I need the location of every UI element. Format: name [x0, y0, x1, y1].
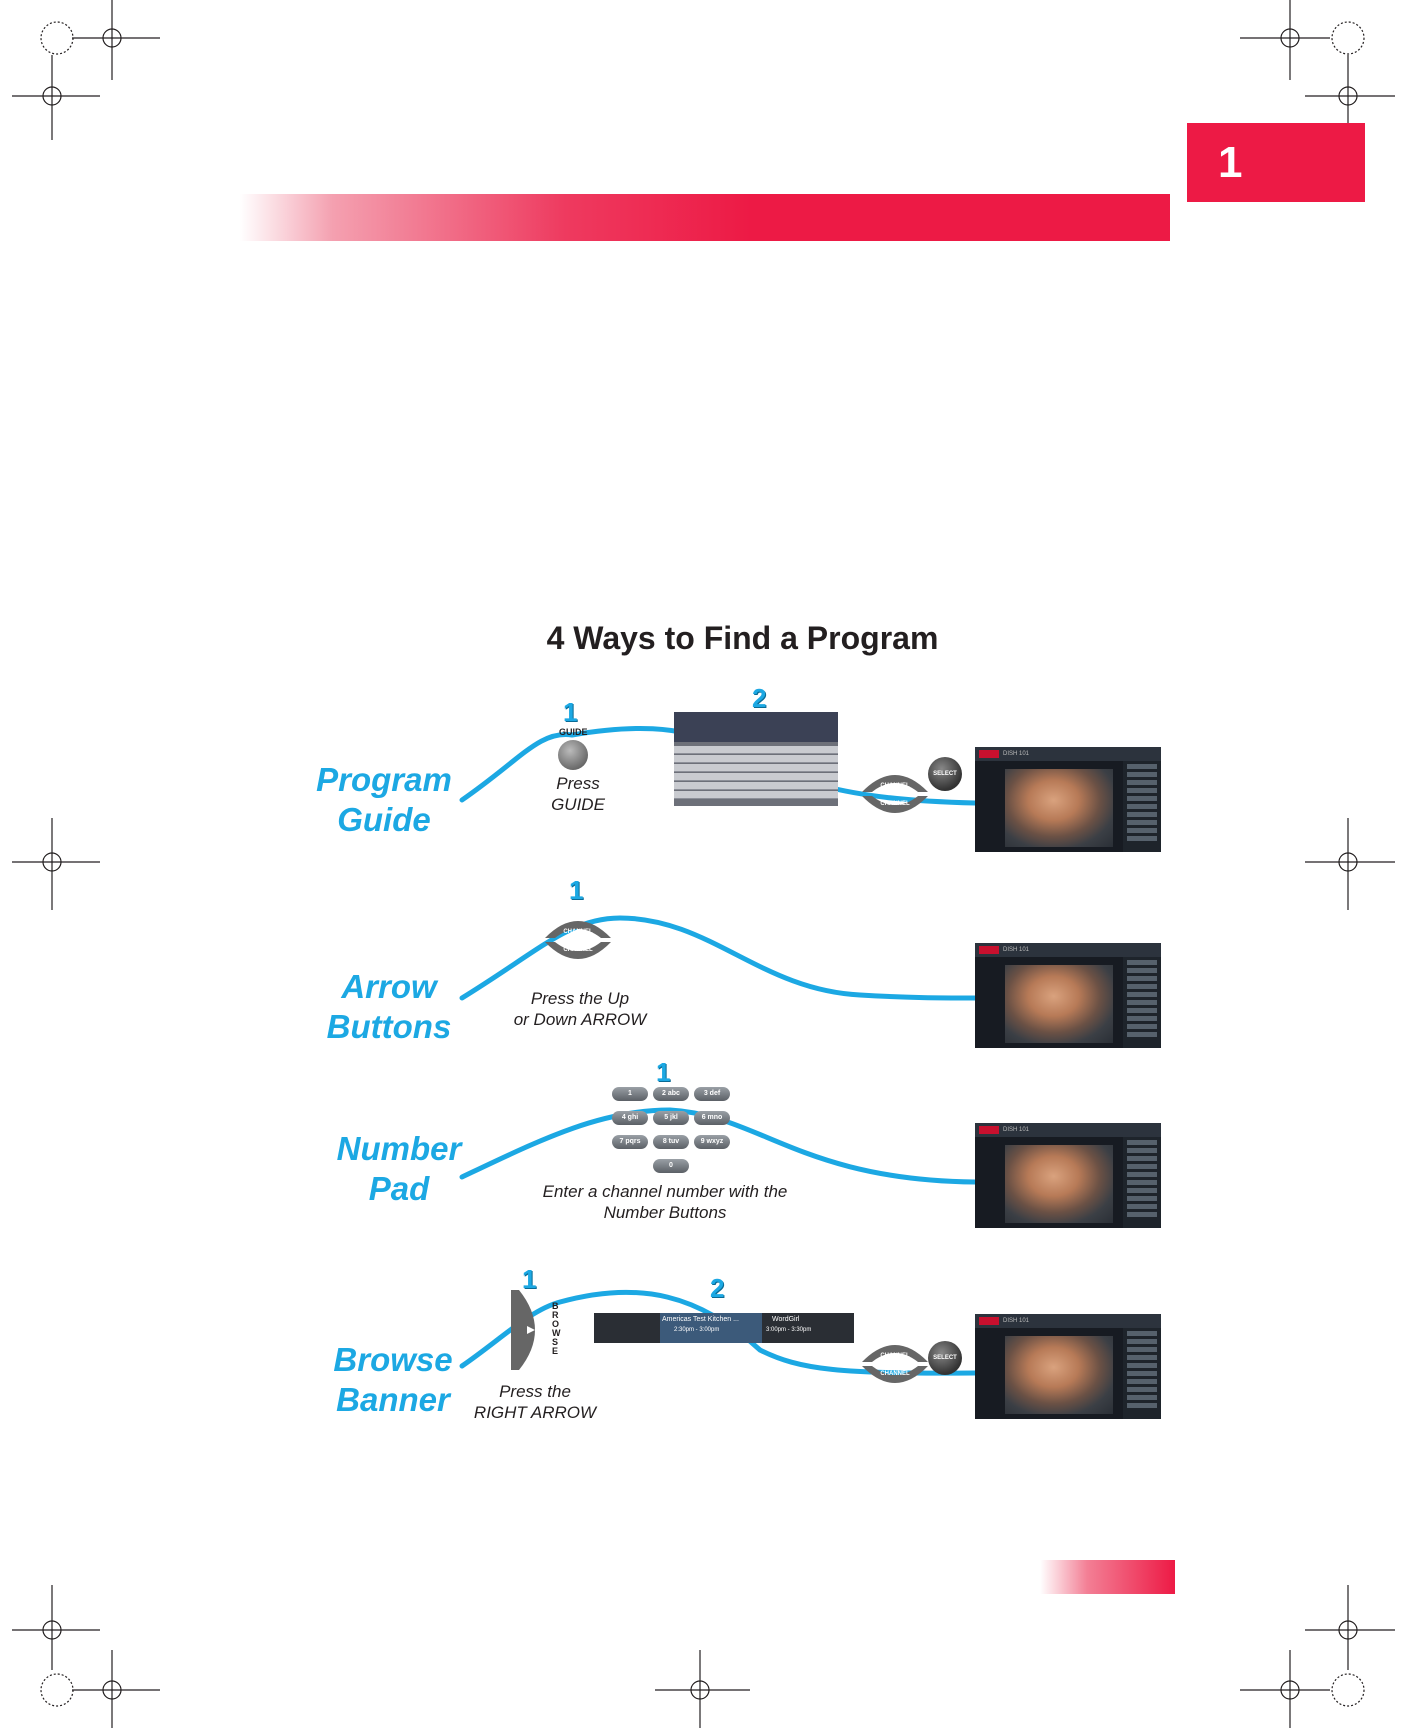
step-caption-line2: or Down ARROW: [513, 1010, 647, 1029]
channel-rocker[interactable]: CHANNEL CHANNEL: [858, 762, 932, 826]
banner-program1: Americas Test Kitchen ...: [662, 1316, 739, 1323]
step-number: 2: [710, 1273, 725, 1303]
section-label-number-pad: Number Pad: [320, 1129, 478, 1209]
section-label-line1: Number: [336, 1130, 462, 1167]
banner-program2-time: 3:00pm - 3:30pm: [766, 1327, 812, 1333]
browse-button-label: BROWSE: [552, 1301, 561, 1356]
section-label-arrow-buttons: Arrow Buttons: [310, 967, 468, 1047]
tv-screen: DISH 101: [975, 1123, 1161, 1228]
channel-up-label: CHANNEL: [880, 783, 910, 789]
number-key-7[interactable]: 7 pqrs: [612, 1135, 648, 1149]
channel-rocker[interactable]: CHANNEL CHANNEL: [541, 908, 615, 972]
channel-down-label: CHANNEL: [880, 801, 910, 807]
select-button[interactable]: SELECT: [928, 757, 962, 791]
step-caption-line2: RIGHT ARROW: [473, 1403, 597, 1422]
section-label-line2: Banner: [336, 1381, 450, 1418]
guide-button[interactable]: [558, 740, 588, 770]
number-key-1[interactable]: 1: [612, 1087, 648, 1101]
tv-info-bar: DISH 101: [975, 1314, 1161, 1328]
banner-program1-time: 2:30pm - 3:00pm: [674, 1327, 720, 1333]
browse-banner-screenshot: Americas Test Kitchen ... 2:30pm - 3:00p…: [594, 1313, 854, 1343]
number-key-0[interactable]: 0: [653, 1159, 689, 1173]
channel-up-label: CHANNEL: [880, 1353, 910, 1359]
section-label-line2: Buttons: [326, 1008, 452, 1045]
banner-program2: WordGirl: [772, 1316, 800, 1323]
number-key-2[interactable]: 2 abc: [653, 1087, 689, 1101]
number-key-3[interactable]: 3 def: [694, 1087, 730, 1101]
channel-up-label: CHANNEL: [563, 929, 593, 935]
number-keypad: 1 2 abc 3 def 4 ghi 5 jkl 6 mno 7 pqrs 8…: [612, 1087, 732, 1173]
step-caption-line2: GUIDE: [551, 795, 605, 814]
tv-info-bar: DISH 101: [975, 943, 1161, 957]
footer-gradient-bar: [1040, 1560, 1175, 1594]
number-key-5[interactable]: 5 jkl: [653, 1111, 689, 1125]
step-caption: Press GUIDE: [508, 773, 648, 815]
section-label-line1: Browse: [333, 1341, 453, 1378]
number-key-8[interactable]: 8 tuv: [653, 1135, 689, 1149]
number-key-6[interactable]: 6 mno: [694, 1111, 730, 1125]
header-gradient-bar: [240, 194, 1170, 241]
number-key-9[interactable]: 9 wxyz: [694, 1135, 730, 1149]
tv-screen: DISH 101: [975, 1314, 1161, 1419]
guide-header: [674, 712, 838, 742]
section-label-program-guide: Program Guide: [305, 760, 463, 840]
step-number: 1: [569, 875, 584, 905]
page-title: 4 Ways to Find a Program: [546, 620, 939, 656]
step-caption-line2: Number Buttons: [603, 1203, 727, 1222]
section-label-line2: Pad: [368, 1170, 430, 1207]
section-label-line1: Program: [316, 761, 452, 798]
step-caption: Press the Up or Down ARROW: [498, 988, 662, 1030]
step-caption-line1: Enter a channel number with the: [542, 1182, 788, 1201]
tv-info-bar: DISH 101: [975, 1123, 1161, 1137]
channel-rocker[interactable]: CHANNEL CHANNEL: [858, 1332, 932, 1396]
tv-info-bar: DISH 101: [975, 747, 1161, 761]
step-caption-line1: Press the Up: [530, 989, 630, 1008]
step-caption-line1: Press the: [499, 1382, 571, 1401]
step-number: 1: [656, 1057, 671, 1087]
chapter-number-tab: 1: [1187, 123, 1365, 202]
section-label-browse-banner: Browse Banner: [314, 1340, 472, 1420]
channel-down-label: CHANNEL: [563, 947, 593, 953]
section-label-line1: Arrow: [341, 968, 437, 1005]
step-number: 1: [522, 1264, 537, 1294]
step-caption: Enter a channel number with the Number B…: [520, 1181, 810, 1223]
program-guide-screenshot: [674, 712, 838, 806]
step-number: 2: [752, 683, 767, 713]
select-button[interactable]: SELECT: [928, 1341, 962, 1375]
step-number: 1: [563, 697, 578, 727]
step-caption-line1: Press: [556, 774, 600, 793]
section-label-line2: Guide: [337, 801, 431, 838]
tv-screen: DISH 101: [975, 747, 1161, 852]
step-caption: Press the RIGHT ARROW: [455, 1381, 615, 1423]
tv-screen: DISH 101: [975, 943, 1161, 1048]
number-key-4[interactable]: 4 ghi: [612, 1111, 648, 1125]
guide-button-label: GUIDE: [559, 727, 588, 737]
channel-down-label: CHANNEL: [880, 1371, 910, 1377]
browse-right-arrow-button[interactable]: [505, 1290, 555, 1370]
